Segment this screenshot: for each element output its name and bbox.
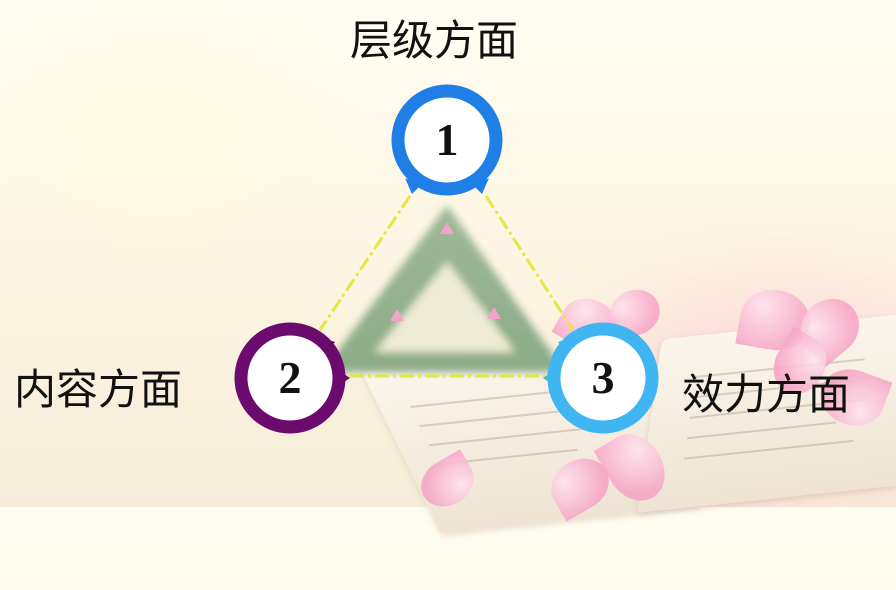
- node-1-ring: [391, 84, 503, 196]
- marker-top: [440, 222, 454, 234]
- node-3-ring: [543, 322, 659, 434]
- node-3-number: 3: [591, 352, 615, 403]
- node-1-number: 1: [435, 114, 459, 165]
- connector-1-2: [318, 195, 412, 331]
- node-2-number: 2: [278, 352, 302, 403]
- node-2-ring: [234, 322, 350, 434]
- triangle-diagram: [234, 84, 659, 434]
- triangle-band: [322, 205, 565, 372]
- marker-left: [390, 309, 404, 321]
- node-2-label: 内容方面: [14, 365, 183, 414]
- marker-right: [487, 307, 501, 319]
- node-3-label: 效力方面: [682, 370, 851, 419]
- connector-1-3: [484, 195, 575, 331]
- node-1-label: 层级方面: [350, 16, 519, 65]
